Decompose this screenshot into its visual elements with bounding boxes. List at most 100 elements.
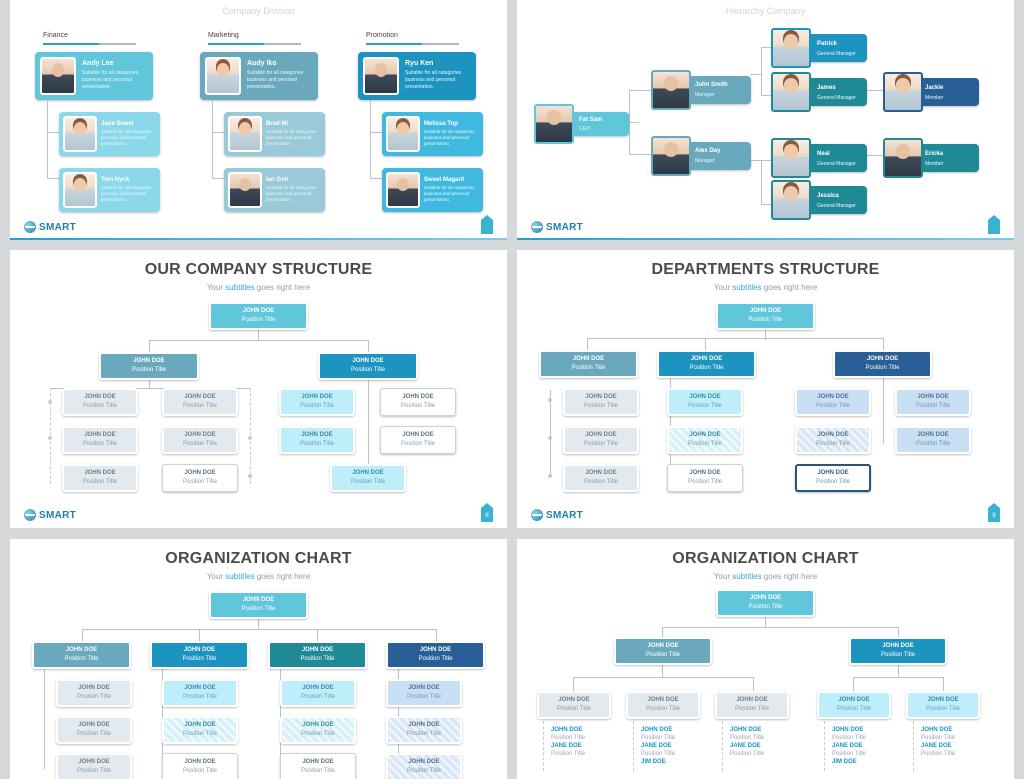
person-card-head[interactable]: Audy Iko Suitable for all categories bus… [200,52,318,100]
person-card[interactable]: Jane Sweet Suitable for all categories b… [59,112,160,156]
node-position: Position Title [418,656,453,662]
node-name: JOHN DOE [838,697,870,703]
node-position: Position Title [815,403,851,409]
person-card-head[interactable]: Andy Lee Suitable for all categories bus… [35,52,153,100]
person-card[interactable]: Tom Hyck Suitable for all categories bus… [59,168,160,212]
node-name: JOHN DOE [302,685,334,691]
globe-icon [24,221,36,233]
connector-dot [548,436,552,440]
avatar [363,57,399,95]
person-name: John Smith [695,82,728,88]
slide-organization-chart-b[interactable]: ORGANIZATION CHART Your subtitles goes r… [517,539,1014,779]
person-desc: Suitable for all categories business and… [101,129,152,146]
connector [898,665,899,677]
slide-company-division[interactable]: Company Division Finance Andy Lee Suitab… [10,0,507,240]
tree-item-name: JANE DOE [641,743,672,749]
person-card[interactable]: Brad Mi Suitable for all categories busi… [224,112,325,156]
connector [765,617,766,627]
node-name: JOHN DOE [408,685,440,691]
page-number-tag: 9 [988,503,1000,522]
connector [765,328,766,340]
person-card[interactable]: Ian Goh Suitable for all categories busi… [224,168,325,212]
person-card[interactable]: Sweet Magarit Suitable for all categorie… [382,168,483,212]
connector [50,388,250,389]
slide-organization-chart-a[interactable]: ORGANIZATION CHART Your subtitles goes r… [10,539,507,779]
connector [149,340,150,352]
connector [883,338,884,350]
node-position: Position Title [299,441,335,447]
person-desc: Suitable for all categories business and… [82,70,139,90]
slide-company-structure[interactable]: OUR COMPANY STRUCTURE Your subtitles goe… [10,250,507,528]
tree-item-position: Position Title [641,751,676,757]
connector [662,627,663,639]
slide-hierarchy[interactable]: Hierarchy Company Fat Sam CEO John Smith… [517,0,1014,240]
connector-dot [548,474,552,478]
connector [867,155,883,156]
connector [44,669,45,769]
person-card[interactable]: Melissa Top Suitable for all categories … [382,112,483,156]
node-position: Position Title [400,441,436,447]
person-card-head[interactable]: Ryu Ken Suitable for all categories busi… [358,52,476,100]
connector [824,721,825,771]
slide-departments-structure[interactable]: DEPARTMENTS STRUCTURE Your subtitles goe… [517,250,1014,528]
connector [722,721,723,771]
avatar [534,104,574,144]
person-name: Melissa Top [424,121,458,127]
